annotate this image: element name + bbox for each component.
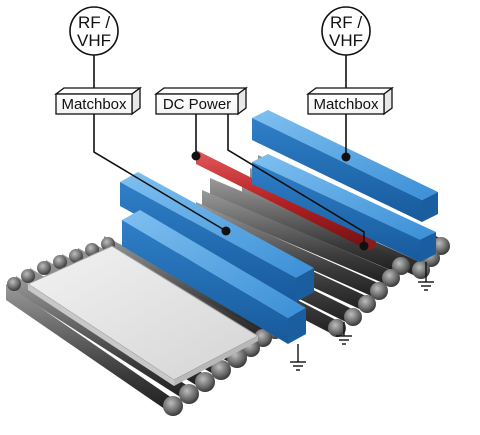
- ground-symbol: [290, 344, 306, 371]
- source-label-line1: RF /: [78, 13, 110, 32]
- matchbox-label: Matchbox: [61, 96, 127, 113]
- dc-power-label: DC Power: [163, 96, 231, 113]
- source-label-line2: VHF: [77, 31, 111, 50]
- rf-vhf-source-left: RF / VHF: [69, 6, 119, 56]
- wire-dc-power: [195, 114, 365, 246]
- connection-dot: [359, 241, 369, 251]
- matchbox-label: Matchbox: [313, 96, 379, 113]
- connection-dot: [221, 226, 231, 236]
- substrate-plate: [26, 245, 260, 386]
- rf-vhf-source-right: RF / VHF: [321, 6, 371, 56]
- connection-dot: [341, 152, 351, 162]
- roller: [202, 190, 400, 287]
- dc-power-box: DC Power: [154, 86, 248, 116]
- roller: [210, 178, 410, 275]
- source-label-line1: RF /: [330, 13, 362, 32]
- connection-dot: [191, 151, 201, 161]
- ground-symbol: [336, 322, 352, 345]
- roller: [196, 202, 388, 300]
- source-label-line2: VHF: [329, 31, 363, 50]
- matchbox-right: Matchbox: [306, 86, 394, 116]
- left-electrode-front: [122, 210, 306, 344]
- matchbox-left: Matchbox: [54, 86, 142, 116]
- ground-symbol: [418, 262, 434, 291]
- roller: [6, 284, 183, 416]
- right-electrode-front: [252, 154, 436, 262]
